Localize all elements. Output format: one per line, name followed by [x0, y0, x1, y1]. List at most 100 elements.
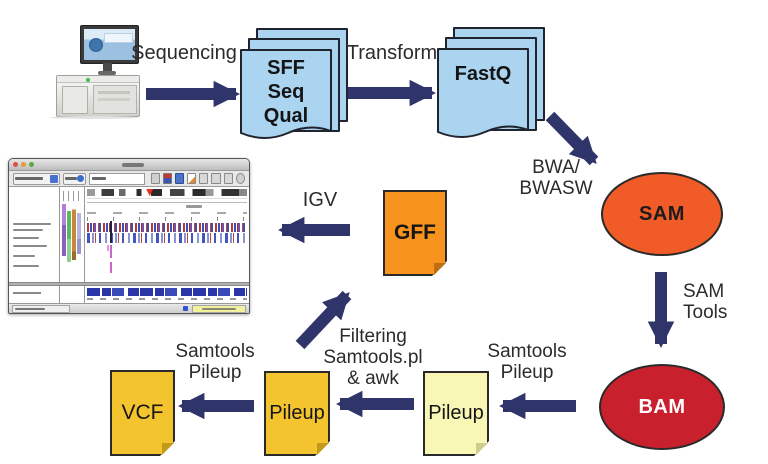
- panel-slot: [98, 91, 130, 94]
- minimize-icon: [21, 162, 26, 167]
- field-text: [92, 177, 107, 180]
- status-led: [86, 78, 90, 82]
- gff-label: GFF: [394, 221, 436, 244]
- track-name-text: [13, 265, 39, 267]
- coverage-spike: [109, 221, 112, 243]
- gene-labels: [87, 298, 247, 300]
- chromosome-select: [63, 172, 87, 185]
- panel-divider: [9, 282, 249, 286]
- label-transform: Transform: [342, 43, 442, 64]
- attribute-color-columns: [62, 204, 82, 262]
- sam-node: SAM: [601, 172, 723, 256]
- sff-line-1: SFF: [267, 57, 305, 79]
- combo-button-icon: [50, 174, 59, 183]
- attribute-column: [72, 204, 76, 260]
- gene-bars: [87, 288, 247, 296]
- label-igv: IGV: [296, 190, 344, 211]
- monitor-arm-base: [98, 71, 116, 75]
- vcf-node: VCF: [110, 370, 175, 456]
- stack-sheet-front: [437, 48, 529, 138]
- samtools-pileup-left-line-1: Samtools: [175, 341, 255, 362]
- ruler-scale-text: [186, 205, 203, 208]
- igv-text: IGV: [302, 189, 338, 211]
- track-attributes-panel: [60, 187, 85, 282]
- sequencer-body: [56, 75, 140, 117]
- machine-shadow: [50, 116, 138, 119]
- label-sequencing: Sequencing: [128, 43, 240, 64]
- sff-line-2: Seq: [267, 81, 305, 103]
- track-name-text: [13, 245, 47, 247]
- fastq-document-stack: [437, 27, 545, 138]
- attribute-column: [62, 204, 66, 256]
- bwa-line-1: BWA/: [532, 157, 580, 178]
- igv-toolbar: [9, 171, 249, 187]
- region-icon: [223, 173, 233, 184]
- monitor-arm: [103, 63, 112, 72]
- arrow-fastq-to-sam: [545, 111, 599, 166]
- sequencer-screen: [84, 29, 135, 60]
- label-bwa: BWA/ BWASW: [504, 157, 608, 199]
- bwa-line-2: BWASW: [519, 178, 593, 199]
- attribute-header-ticks: [63, 191, 81, 201]
- vcf-label: VCF: [121, 401, 164, 424]
- combo-text: [15, 177, 43, 180]
- track-name-text: [13, 255, 35, 257]
- refresh-icon: [174, 173, 185, 184]
- ruler-track: [87, 198, 247, 223]
- track-name-text: [13, 223, 51, 225]
- label-filtering: Filtering Samtools.pl & awk: [317, 326, 429, 389]
- sequencer-top-edge: [57, 76, 139, 83]
- filtering-line-1: Filtering: [339, 326, 407, 347]
- sff-line-3: Qual: [263, 105, 309, 127]
- variant-mark: [107, 245, 110, 251]
- combo-dot-icon: [77, 175, 85, 182]
- snapshot-icon: [187, 173, 197, 184]
- sequencer-machine-icon: [46, 20, 142, 119]
- variant-mark: [110, 262, 113, 273]
- filtering-line-3: & awk: [347, 368, 399, 389]
- memory-text: [202, 307, 236, 310]
- close-icon: [13, 162, 18, 167]
- go-button: [150, 173, 160, 184]
- alignment-track-1: [87, 223, 247, 232]
- gene-track-name-text: [13, 292, 41, 294]
- fastq-label: FastQ: [454, 63, 512, 85]
- transform-text: Transform: [346, 42, 438, 64]
- samtools-pileup-right-line-2: Pileup: [500, 362, 554, 383]
- chromosome-ideogram: [87, 189, 247, 196]
- sam-label: SAM: [639, 202, 685, 225]
- fastq-node-label: FastQ: [441, 62, 525, 86]
- filtering-line-2: Samtools.pl: [323, 347, 423, 368]
- status-text: [15, 307, 45, 310]
- track-names-panel: [9, 187, 60, 282]
- alignment-track-2: [87, 233, 247, 243]
- sequencer-panel: [93, 85, 137, 114]
- help-icon: [235, 173, 245, 184]
- variant-mark: [110, 245, 113, 258]
- bam-node: BAM: [599, 364, 725, 450]
- stack-sheet-front: [240, 49, 332, 139]
- sff-document-stack: [240, 28, 348, 139]
- genome-select: [13, 172, 61, 185]
- zoom-out-icon: [199, 173, 209, 184]
- samtools-pileup-left-line-2: Pileup: [188, 362, 242, 383]
- pileup-raw-label: Pileup: [428, 402, 484, 424]
- sam-tools-line-2: Tools: [683, 302, 728, 323]
- igv-window-title: [122, 163, 144, 167]
- ruler-tick-labels: [87, 212, 247, 214]
- screen-window: [104, 33, 133, 43]
- attribute-column: [77, 204, 81, 254]
- pileup-raw-node: Pileup: [423, 371, 489, 456]
- gff-node: GFF: [383, 190, 447, 276]
- sam-tools-line-1: SAM: [683, 281, 725, 302]
- panel-slot: [98, 98, 130, 101]
- status-icon: [183, 306, 188, 311]
- track-data-panel: [85, 187, 249, 282]
- igv-browser-window-icon: [8, 158, 250, 314]
- locus-input: [89, 172, 145, 185]
- label-samtools-pileup-left: Samtools Pileup: [165, 341, 265, 383]
- label-sam-tools: SAM Tools: [683, 281, 747, 323]
- igv-track-area: [9, 187, 249, 282]
- track-name-text: [13, 229, 43, 231]
